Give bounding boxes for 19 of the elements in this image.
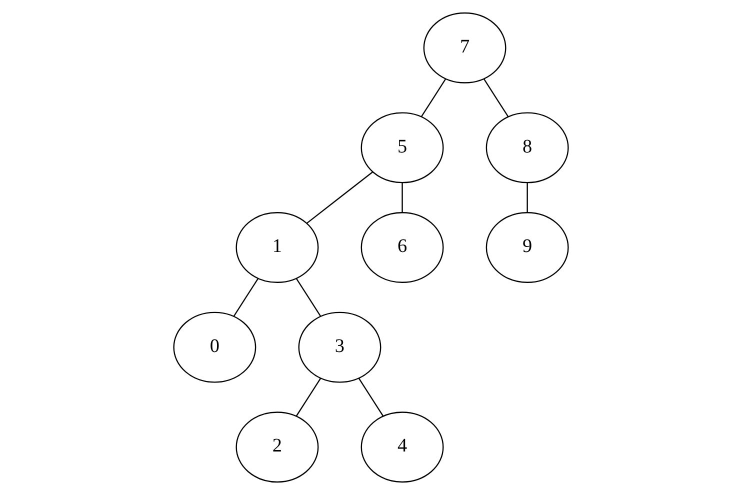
node-ellipse: 9	[486, 212, 569, 283]
node-ellipse: 2	[236, 412, 319, 483]
connector	[233, 278, 259, 317]
node-ellipse: 4	[360, 412, 444, 483]
node-ellipse: 0	[173, 312, 256, 383]
node-ellipse: 1	[236, 212, 319, 283]
node-ellipse: 5	[360, 112, 444, 184]
connector	[306, 172, 373, 224]
connector	[358, 378, 384, 416]
connector	[296, 278, 322, 317]
node-ellipse: 3	[298, 312, 382, 383]
connector	[420, 78, 446, 117]
connector	[526, 182, 528, 212]
node-ellipse: 6	[360, 212, 444, 283]
connector	[402, 182, 403, 212]
node-ellipse: 7	[423, 12, 506, 84]
connector	[483, 78, 509, 117]
connector	[296, 378, 322, 416]
node-ellipse: 8	[486, 112, 569, 184]
